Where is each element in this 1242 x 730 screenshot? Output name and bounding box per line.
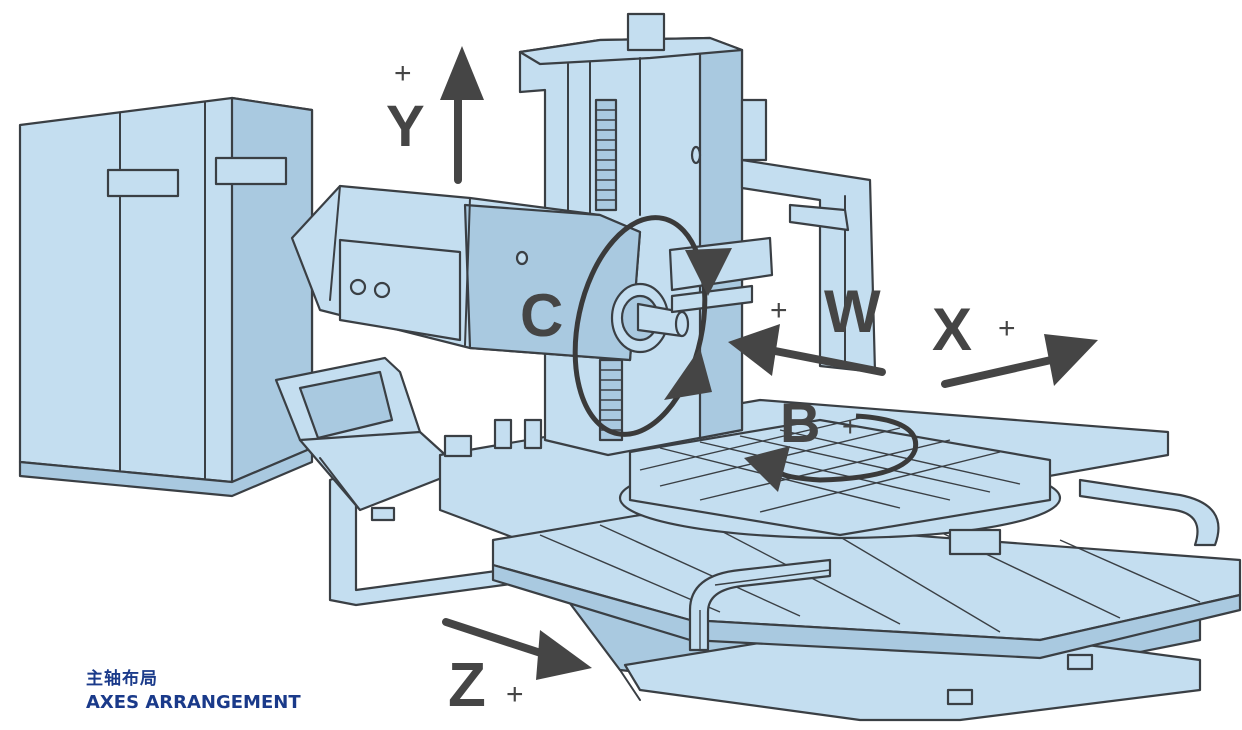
z-axis-arrow xyxy=(442,618,592,680)
c-axis-label: C xyxy=(520,282,563,349)
z-axis-sign: + xyxy=(506,678,524,711)
w-axis-arrow xyxy=(728,324,886,376)
x-axis-sign: + xyxy=(998,312,1016,345)
b-axis-label: B xyxy=(780,391,820,454)
headstock xyxy=(290,184,774,362)
electrical-cabinet xyxy=(18,96,314,498)
y-axis-label: Y xyxy=(386,94,425,159)
b-axis-arrow xyxy=(744,413,919,492)
cable-chain-right xyxy=(688,478,1220,652)
coolant-posts xyxy=(443,418,543,458)
y-axis-sign: + xyxy=(394,57,412,90)
control-panel xyxy=(274,356,468,522)
z-axis-label: Z xyxy=(448,651,486,720)
c-axis-arrow xyxy=(572,215,732,437)
w-axis-label: W xyxy=(824,278,881,345)
caption-chinese: 主轴布局 xyxy=(86,669,158,689)
caption-english: AXES ARRANGEMENT xyxy=(86,692,301,713)
b-axis-sign: + xyxy=(842,411,858,442)
x-axis-arrow xyxy=(941,334,1098,388)
w-axis-sign: + xyxy=(770,294,788,327)
x-axis-label: X xyxy=(932,296,972,363)
y-axis-arrow xyxy=(440,46,484,184)
